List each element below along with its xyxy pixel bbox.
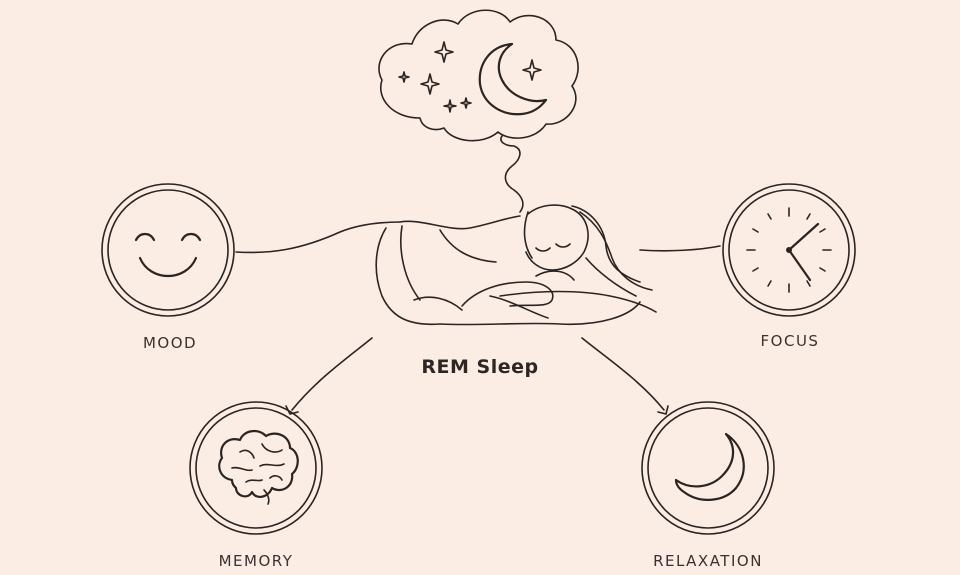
focus-label: FOCUS bbox=[760, 332, 820, 350]
arrowhead-memory bbox=[285, 405, 299, 415]
smiley-face-icon bbox=[134, 232, 202, 278]
connector-memory bbox=[291, 337, 373, 411]
mood-node bbox=[101, 183, 235, 317]
dream-cloud-icon bbox=[378, 9, 579, 142]
mood-label: MOOD bbox=[142, 334, 198, 352]
connector-relaxation bbox=[581, 337, 665, 411]
clock-icon bbox=[746, 207, 832, 293]
memory-node bbox=[189, 401, 323, 535]
sleeping-woman-illustration bbox=[235, 204, 721, 326]
focus-node bbox=[722, 183, 856, 317]
arrowhead-relaxation bbox=[657, 405, 669, 415]
dream-trail bbox=[500, 135, 524, 213]
crescent-moon-icon bbox=[674, 432, 745, 501]
relaxation-node bbox=[641, 401, 775, 535]
diagram-title: REM Sleep bbox=[421, 356, 539, 378]
memory-label: MEMORY bbox=[218, 552, 294, 570]
brain-icon bbox=[218, 430, 299, 505]
relaxation-label: RELAXATION bbox=[653, 552, 763, 570]
